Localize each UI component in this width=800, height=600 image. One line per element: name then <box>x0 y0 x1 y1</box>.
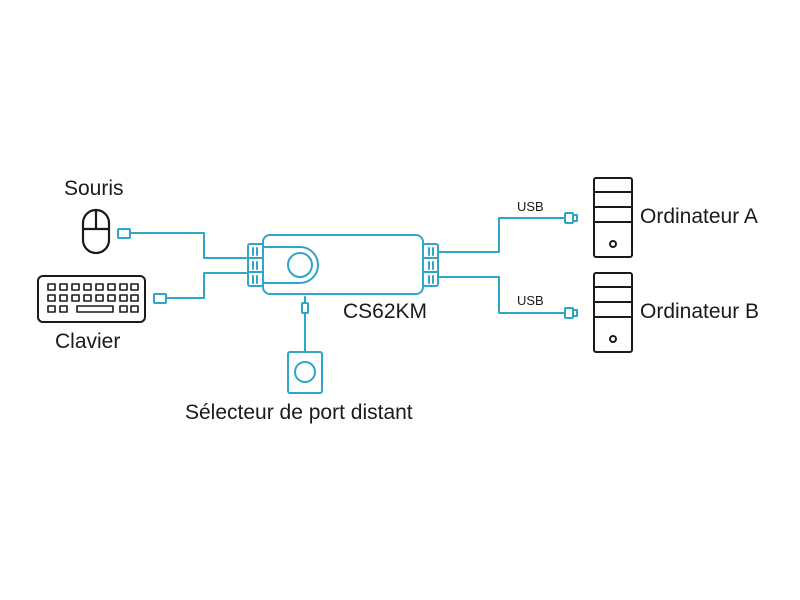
usb-label-b: USB <box>517 293 544 308</box>
remote-selector-label: Sélecteur de port distant <box>185 401 413 424</box>
keyboard-cable <box>153 272 247 304</box>
usb-label-a: USB <box>517 199 544 214</box>
keyboard-icon <box>37 275 146 323</box>
computer-a-label: Ordinateur A <box>640 205 758 228</box>
mouse-label: Souris <box>64 177 124 200</box>
remote-port-selector-icon <box>287 351 323 394</box>
keyboard-label: Clavier <box>55 330 121 353</box>
usb-cable-b <box>437 276 578 319</box>
computer-b-label: Ordinateur B <box>640 300 760 323</box>
remote-selector-cable <box>301 296 309 353</box>
computer-tower-icon-a <box>593 177 633 258</box>
kvm-switch-device <box>247 234 439 295</box>
mouse-cable <box>117 228 247 259</box>
device-name: CS62KM <box>343 300 428 323</box>
usb-cable-a <box>437 212 578 253</box>
mouse-icon <box>81 208 111 255</box>
computer-tower-icon-b <box>593 272 633 353</box>
